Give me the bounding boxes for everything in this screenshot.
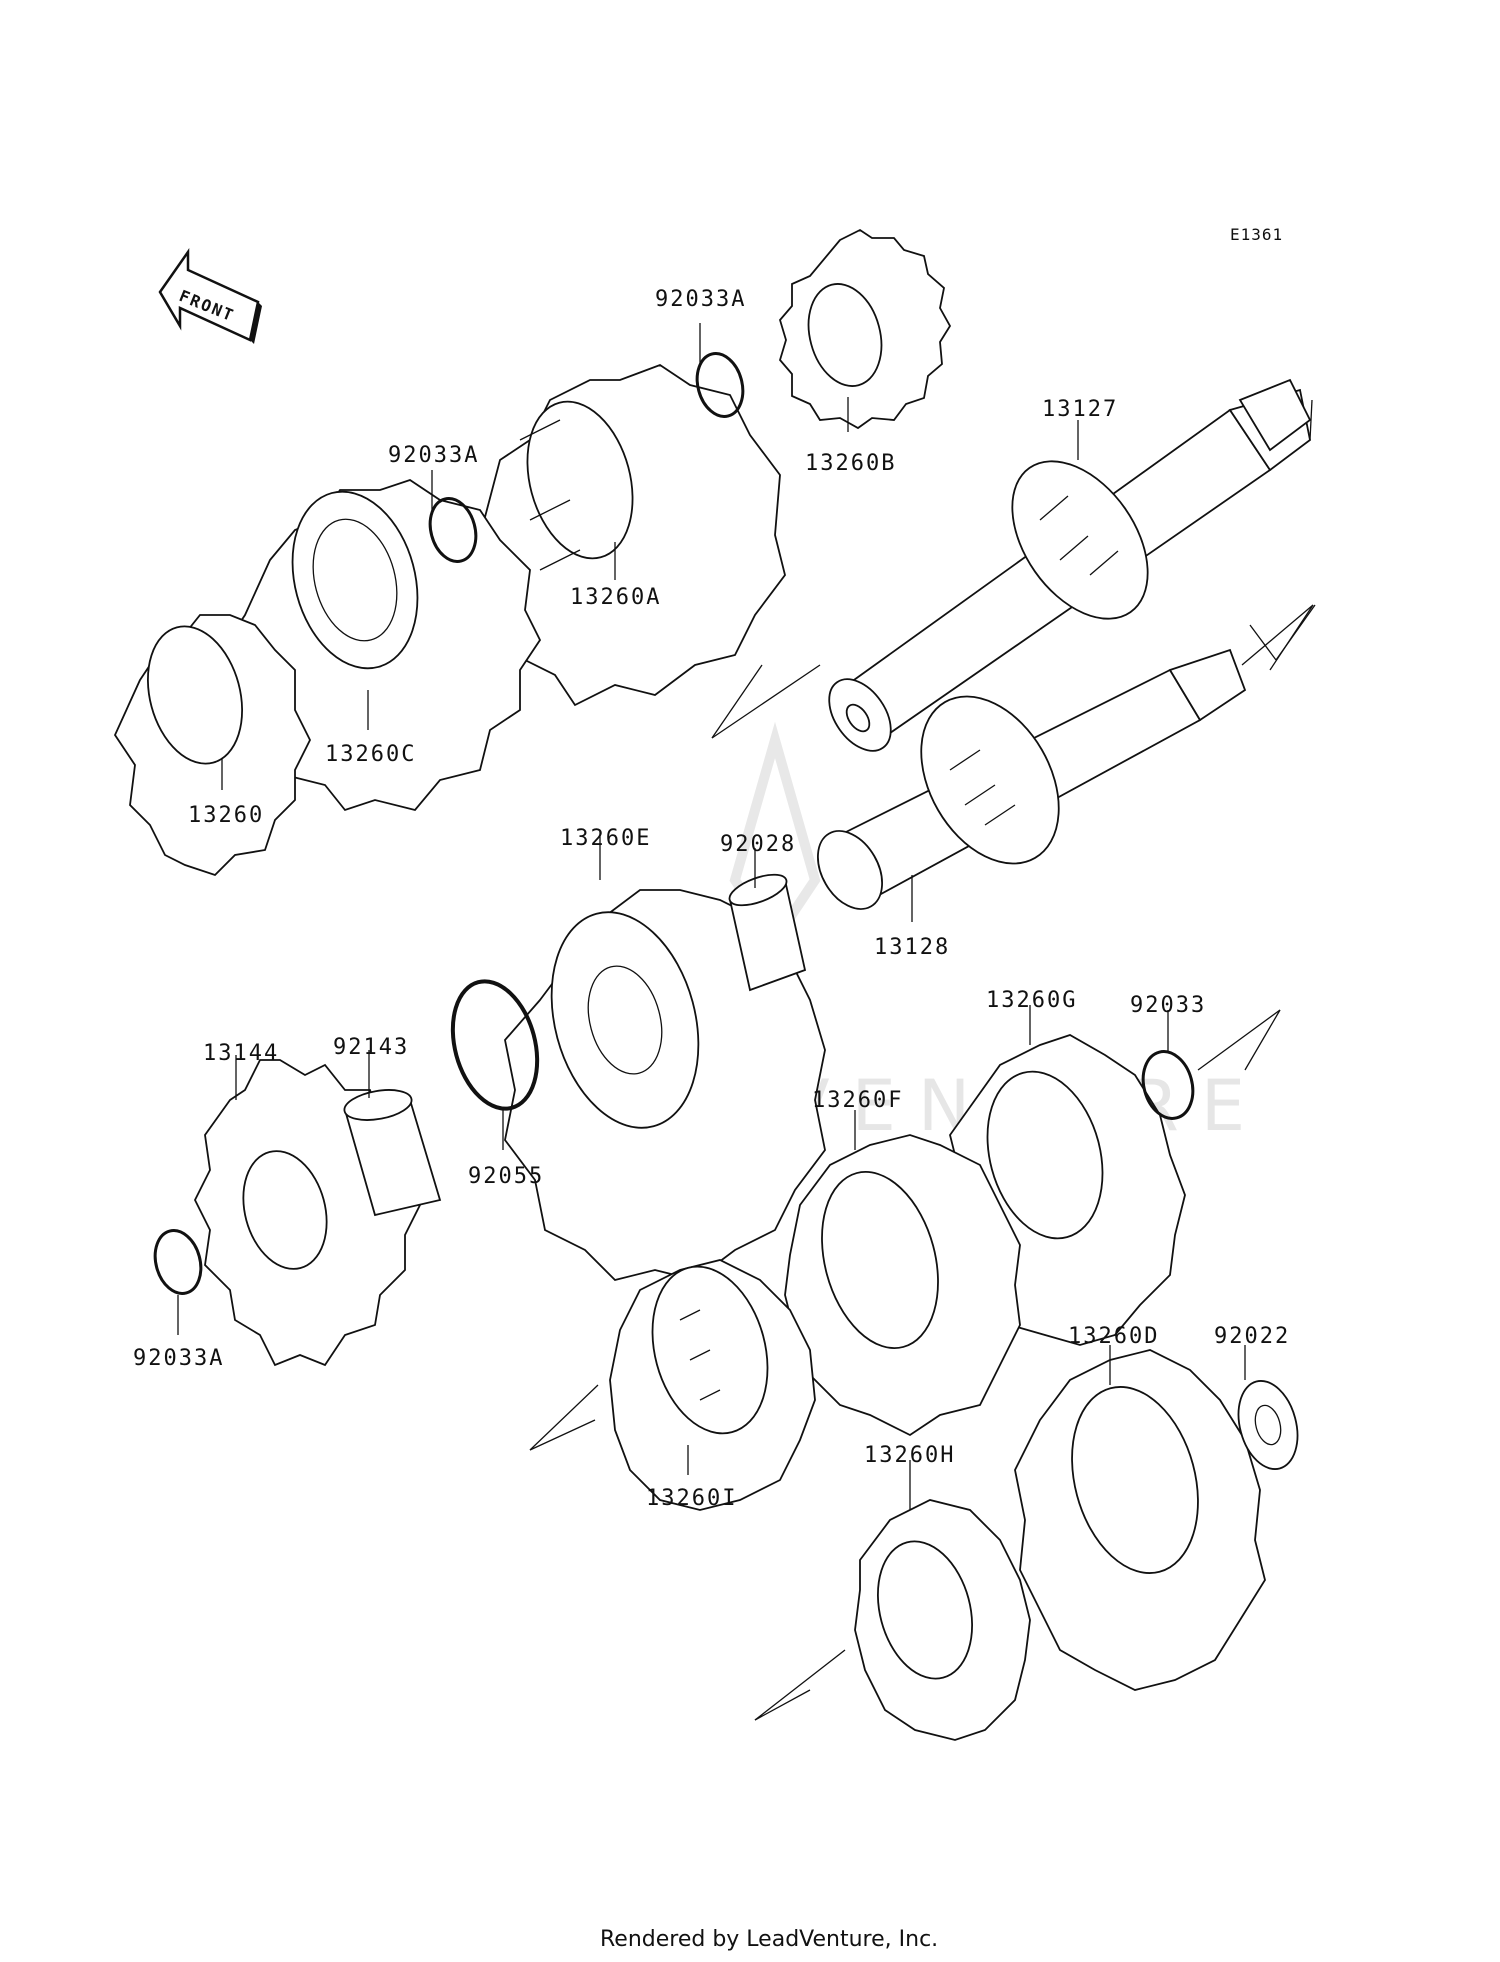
circlip-92033A-mid[interactable] — [423, 493, 482, 566]
bushing-92028[interactable] — [726, 868, 807, 992]
label-13260F: 13260F — [812, 1088, 903, 1113]
label-13260C: 13260C — [325, 742, 416, 767]
washer-92022[interactable] — [1229, 1374, 1306, 1475]
label-13128: 13128 — [874, 935, 950, 960]
gear-13260E[interactable] — [504, 889, 826, 1281]
gear-13260D[interactable] — [1014, 1349, 1266, 1691]
label-13260E: 13260E — [560, 826, 651, 851]
part-labels: 92033A 13260B 13127 92033A 13260A 13260C… — [133, 287, 1290, 1511]
gear-13260[interactable] — [113, 614, 312, 877]
gear-13260I[interactable] — [529, 1254, 816, 1511]
circlip-92033[interactable] — [1136, 1009, 1281, 1124]
front-arrow: FRONT — [158, 248, 262, 344]
circlip-92033A-top[interactable] — [690, 348, 749, 421]
label-92022: 92022 — [1214, 1324, 1290, 1349]
gear-13260A[interactable] — [474, 363, 786, 707]
label-92055: 92055 — [468, 1164, 544, 1189]
label-92033A-top: 92033A — [655, 287, 746, 312]
label-92033A-mid: 92033A — [388, 443, 479, 468]
label-92033: 92033 — [1130, 993, 1206, 1018]
leader-lines — [177, 323, 1246, 1510]
label-13260D: 13260D — [1068, 1324, 1159, 1349]
footer-credit: Rendered by LeadVenture, Inc. — [600, 1927, 938, 1952]
collar-92143[interactable] — [342, 1085, 442, 1217]
shaft-13127[interactable] — [711, 378, 1316, 762]
label-92028: 92028 — [720, 832, 796, 857]
label-13127: 13127 — [1042, 397, 1118, 422]
label-13260H: 13260H — [864, 1443, 955, 1468]
label-92143: 92143 — [333, 1035, 409, 1060]
label-13260G: 13260G — [986, 988, 1077, 1013]
label-13260B: 13260B — [805, 451, 896, 476]
gear-13260B[interactable] — [778, 228, 952, 430]
oring-92055[interactable] — [440, 972, 551, 1118]
label-13144: 13144 — [203, 1041, 279, 1066]
gear-13260H[interactable] — [754, 1499, 1031, 1741]
diagram-code: E1361 — [1230, 225, 1283, 244]
label-13260: 13260 — [188, 803, 264, 828]
label-13260I: 13260I — [646, 1486, 737, 1511]
circlip-92033A-low[interactable] — [148, 1225, 207, 1298]
label-13260A: 13260A — [570, 585, 661, 610]
gear-13260F[interactable] — [784, 1134, 1021, 1437]
shaft-13128[interactable] — [805, 604, 1314, 920]
label-92033A-low: 92033A — [133, 1346, 224, 1371]
